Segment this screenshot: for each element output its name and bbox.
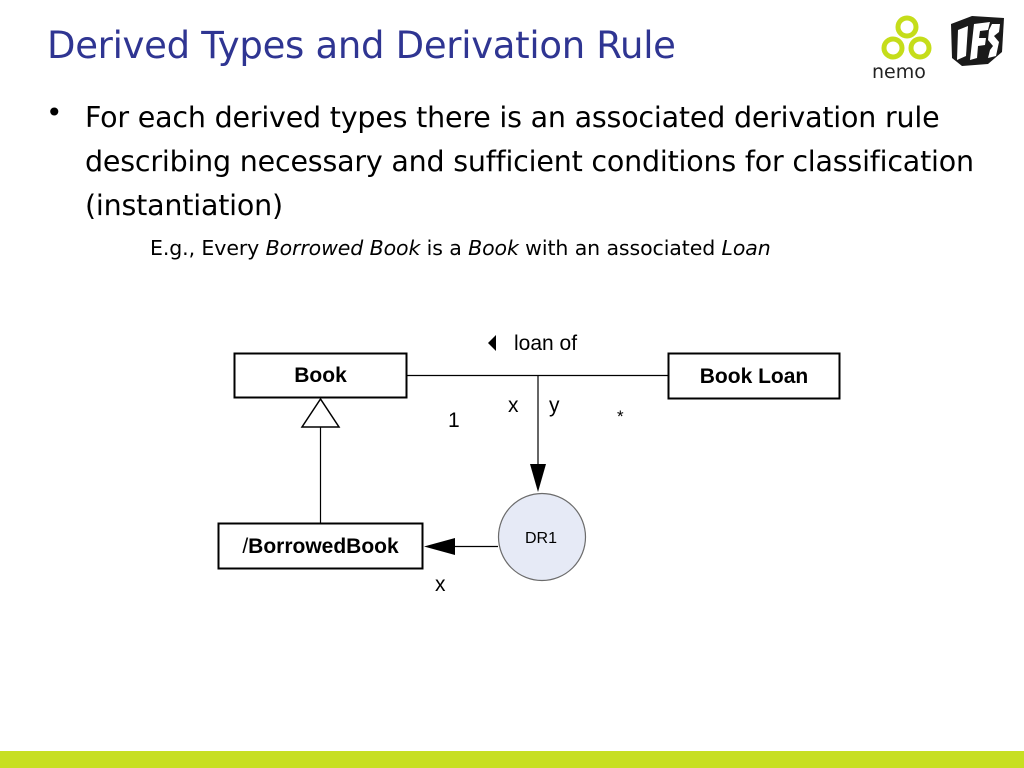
book-loan-class-label: Book Loan <box>700 365 809 388</box>
generalization-triangle <box>300 397 341 428</box>
variable-y-label: y <box>549 394 560 417</box>
borrowed-book-name: BorrowedBook <box>248 535 399 558</box>
output-variable-x: x <box>435 573 446 596</box>
loan-multiplicity: * <box>617 407 624 426</box>
association-direction-icon <box>488 335 496 351</box>
bullet-text: For each derived types there is an assoc… <box>85 101 974 222</box>
book-class-box <box>233 352 408 399</box>
example-sentence: E.g., Every Borrowed Book is a Book with… <box>150 236 771 260</box>
bottom-accent-bar <box>0 751 1024 768</box>
derivation-rule-label: DR1 <box>525 530 557 547</box>
borrowed-book-class-box <box>217 522 424 570</box>
slide-title: Derived Types and Derivation Rule <box>47 24 676 67</box>
book-class-label: Book <box>294 364 347 387</box>
borrowed-book-class-label: /BorrowedBook <box>242 535 399 558</box>
variable-x-label: x <box>508 394 519 417</box>
rule-input-arrowhead <box>530 464 546 492</box>
rule-output-arrowhead <box>424 538 455 555</box>
association-name: loan of <box>514 332 577 355</box>
example-term-borrowed-book: Borrowed Book <box>265 236 421 260</box>
book-loan-class-box <box>667 352 841 400</box>
example-mid-2: with an associated <box>518 236 722 260</box>
example-term-book: Book <box>468 236 519 260</box>
derived-marker: / <box>242 535 248 558</box>
example-mid-1: is a <box>420 236 469 260</box>
book-multiplicity: 1 <box>448 409 460 432</box>
bullet-dot: • <box>46 96 63 129</box>
example-term-loan: Loan <box>721 236 771 260</box>
derivation-rule-circle <box>497 492 587 582</box>
example-prefix: E.g., Every <box>150 236 266 260</box>
